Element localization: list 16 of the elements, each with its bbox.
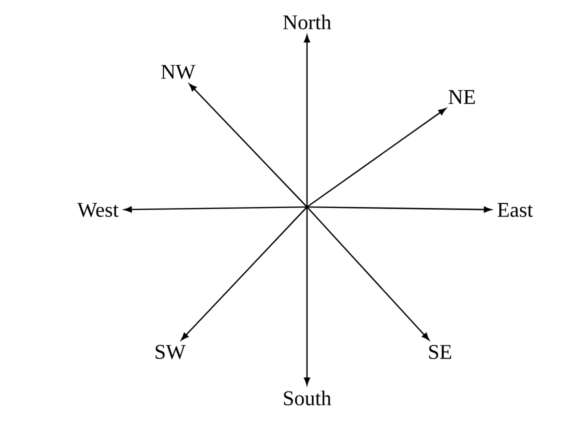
direction-label: South [284, 390, 332, 406]
direction-label: West [77, 202, 119, 217]
arrow [124, 206, 308, 213]
arrow [181, 206, 308, 340]
arrow [306, 206, 430, 340]
arrow [304, 34, 310, 207]
direction-label: East [498, 203, 533, 217]
direction-label: SW [156, 344, 186, 360]
direction-label: NE [448, 90, 475, 104]
arrow [307, 206, 492, 213]
arrow [306, 108, 446, 208]
direction-label: NW [161, 64, 196, 79]
direction-label: SE [429, 344, 452, 360]
arrow [304, 207, 310, 386]
direction-label: North [283, 14, 332, 30]
arrow [189, 84, 308, 208]
